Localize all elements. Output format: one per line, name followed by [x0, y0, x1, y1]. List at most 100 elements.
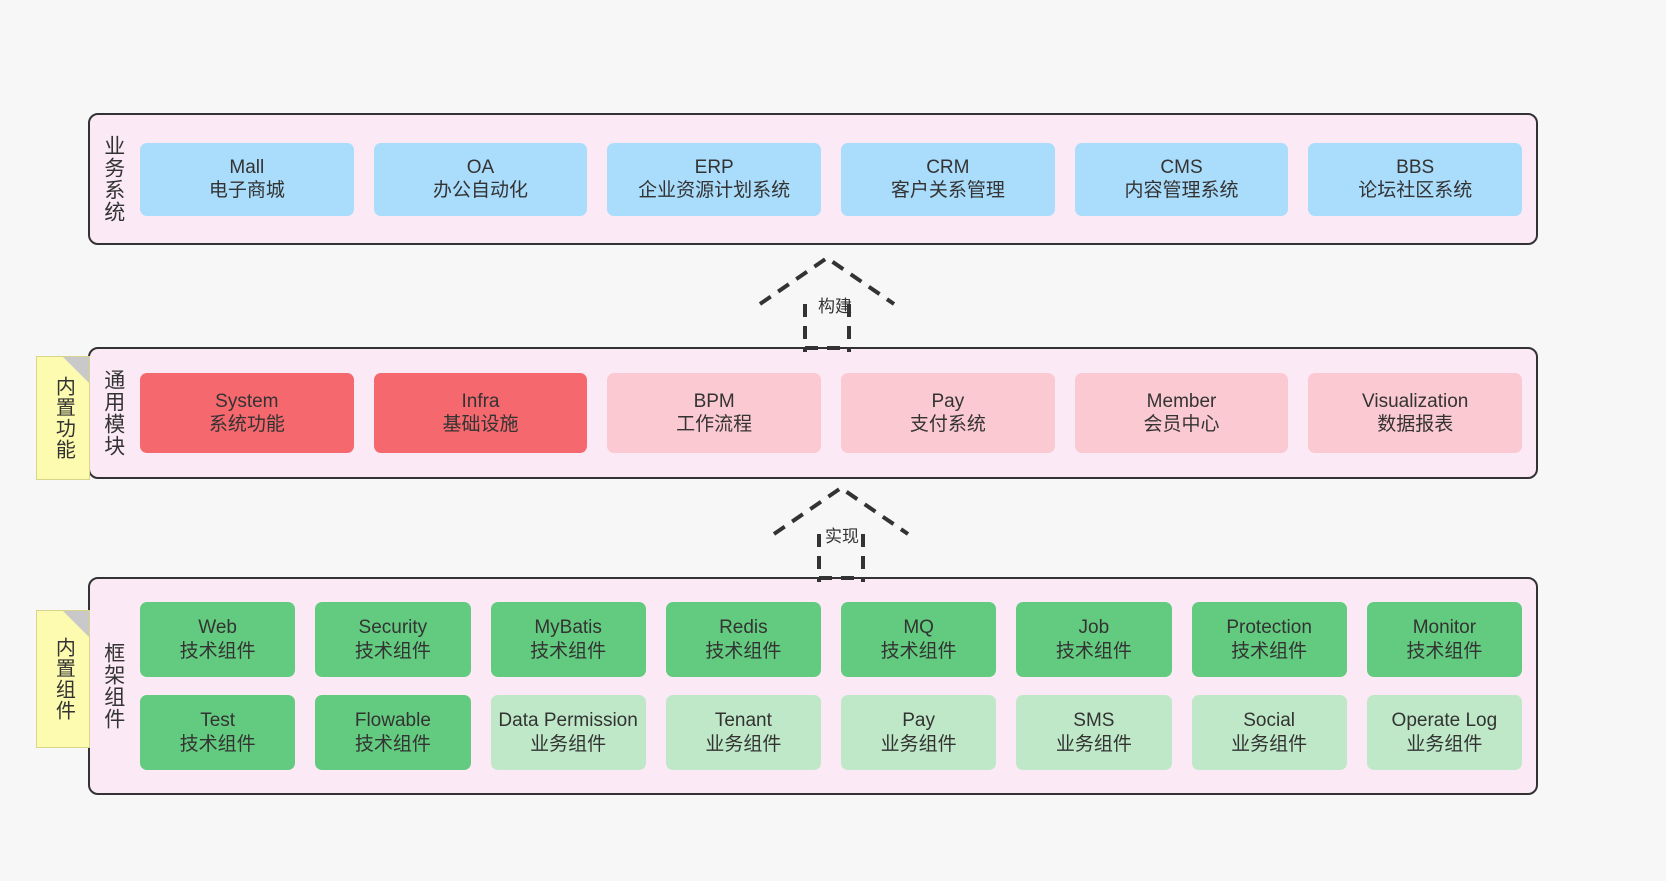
- node-cms-title: CMS: [1160, 156, 1203, 178]
- node-redis-subtitle: 技术组件: [705, 640, 782, 662]
- node-infra[interactable]: Infra 基础设施: [373, 373, 588, 453]
- implement-generalization-arrow: [772, 485, 910, 582]
- build-generalization-arrow: [758, 255, 896, 352]
- node-web-title: Web: [198, 617, 237, 639]
- node-member-subtitle: 会员中心: [1143, 414, 1220, 435]
- node-flowable-subtitle: 技术组件: [354, 733, 431, 755]
- framework-components-row-technical: Web 技术组件 Security 技术组件 MyBatis 技术组件 Redi…: [140, 602, 1522, 677]
- node-pay-component-subtitle: 业务组件: [880, 733, 957, 755]
- node-bpm[interactable]: BPM 工作流程: [607, 373, 822, 453]
- node-oa[interactable]: OA 办公自动化: [373, 142, 588, 216]
- node-job-subtitle: 技术组件: [1055, 640, 1132, 662]
- node-bbs-subtitle: 论坛社区系统: [1358, 180, 1473, 201]
- node-pay-module-subtitle: 支付系统: [909, 414, 986, 435]
- node-social-subtitle: 业务组件: [1231, 733, 1308, 755]
- layer-framework-components: 框架组件 Web 技术组件 Security 技术组件 MyBatis 技术组件…: [88, 577, 1538, 795]
- node-cms[interactable]: CMS 内容管理系统: [1074, 142, 1289, 216]
- node-mybatis[interactable]: MyBatis 技术组件: [490, 602, 646, 677]
- node-sms-subtitle: 业务组件: [1055, 733, 1132, 755]
- implement-arrow-label: 实现: [825, 527, 859, 546]
- node-mybatis-subtitle: 技术组件: [530, 640, 607, 662]
- node-pay-module[interactable]: Pay 支付系统: [841, 373, 1055, 453]
- business-systems-row: Mall 电子商城 OA 办公自动化 ERP 企业资源计划系统 CRM 客户关系…: [140, 142, 1523, 216]
- layer-caption-common-modules: 通用模块: [101, 369, 125, 457]
- node-system-title: System: [215, 390, 279, 412]
- node-erp-title: ERP: [694, 156, 734, 178]
- node-monitor-subtitle: 技术组件: [1406, 640, 1483, 662]
- layer-body-common-modules: System 系统功能 Infra 基础设施 BPM 工作流程 Pay 支付系统…: [136, 349, 1536, 477]
- node-mall[interactable]: Mall 电子商城: [140, 142, 354, 216]
- node-data-permission[interactable]: Data Permission 业务组件: [490, 695, 646, 770]
- node-flowable[interactable]: Flowable 技术组件: [315, 695, 471, 770]
- sticky-note-built-in-features: 内置功能: [36, 356, 90, 480]
- node-crm[interactable]: CRM 客户关系管理: [841, 142, 1055, 216]
- node-pay-module-title: Pay: [931, 390, 965, 412]
- node-visualization[interactable]: Visualization 数据报表: [1308, 373, 1523, 453]
- common-modules-row: System 系统功能 Infra 基础设施 BPM 工作流程 Pay 支付系统…: [140, 373, 1523, 453]
- node-web[interactable]: Web 技术组件: [140, 602, 296, 677]
- layer-caption-framework-components: 框架组件: [101, 642, 125, 730]
- node-crm-subtitle: 客户关系管理: [890, 180, 1005, 201]
- node-tenant-title: Tenant: [714, 710, 772, 732]
- node-security-subtitle: 技术组件: [354, 640, 431, 662]
- node-mall-title: Mall: [229, 156, 265, 178]
- node-bbs[interactable]: BBS 论坛社区系统: [1308, 142, 1523, 216]
- node-erp-subtitle: 企业资源计划系统: [638, 180, 791, 201]
- node-mybatis-title: MyBatis: [534, 617, 602, 639]
- node-pay-component-title: Pay: [902, 710, 935, 732]
- node-flowable-title: Flowable: [354, 710, 431, 732]
- node-visualization-title: Visualization: [1362, 390, 1469, 412]
- node-member-title: Member: [1146, 390, 1217, 412]
- node-social-title: Social: [1243, 710, 1295, 732]
- node-bpm-subtitle: 工作流程: [676, 414, 753, 435]
- node-oa-subtitle: 办公自动化: [433, 180, 529, 201]
- node-crm-title: CRM: [926, 156, 970, 178]
- node-web-subtitle: 技术组件: [179, 640, 256, 662]
- node-pay-component[interactable]: Pay 业务组件: [841, 695, 997, 770]
- node-bbs-title: BBS: [1396, 156, 1435, 178]
- node-operate-log[interactable]: Operate Log 业务组件: [1366, 695, 1522, 770]
- layer-business-systems: 业务系统 Mall 电子商城 OA 办公自动化 ERP 企业资源计划系统 CRM…: [88, 113, 1538, 245]
- node-mall-subtitle: 电子商城: [208, 180, 285, 201]
- framework-components-row-business: Test 技术组件 Flowable 技术组件 Data Permission …: [140, 695, 1522, 770]
- sticky-note-built-in-components: 内置组件: [36, 610, 90, 748]
- node-infra-subtitle: 基础设施: [442, 414, 519, 435]
- node-data-permission-title: Data Permission: [498, 710, 638, 732]
- node-tenant-subtitle: 业务组件: [705, 733, 782, 755]
- node-protection-subtitle: 技术组件: [1231, 640, 1308, 662]
- node-job-title: Job: [1078, 617, 1110, 639]
- build-arrow-label: 构建: [818, 297, 852, 316]
- node-member[interactable]: Member 会员中心: [1074, 373, 1289, 453]
- layer-caption-business-systems: 业务系统: [101, 135, 125, 223]
- node-mq-title: MQ: [903, 617, 934, 639]
- node-cms-subtitle: 内容管理系统: [1124, 180, 1239, 201]
- sticky-note-built-in-components-text: 内置组件: [52, 637, 75, 721]
- node-test-subtitle: 技术组件: [179, 733, 256, 755]
- node-job[interactable]: Job 技术组件: [1016, 602, 1172, 677]
- node-mq[interactable]: MQ 技术组件: [841, 602, 997, 677]
- node-sms-title: SMS: [1073, 710, 1115, 732]
- node-sms[interactable]: SMS 业务组件: [1016, 695, 1172, 770]
- node-infra-title: Infra: [461, 390, 500, 412]
- node-system[interactable]: System 系统功能: [140, 373, 354, 453]
- node-visualization-subtitle: 数据报表: [1377, 414, 1454, 435]
- node-monitor[interactable]: Monitor 技术组件: [1366, 602, 1522, 677]
- node-data-permission-subtitle: 业务组件: [530, 733, 607, 755]
- sticky-note-built-in-features-text: 内置功能: [52, 376, 75, 460]
- layer-common-modules: 通用模块 System 系统功能 Infra 基础设施 BPM 工作流程 Pay…: [88, 347, 1538, 479]
- node-operate-log-title: Operate Log: [1391, 710, 1498, 732]
- node-system-subtitle: 系统功能: [208, 414, 285, 435]
- node-erp[interactable]: ERP 企业资源计划系统: [607, 142, 822, 216]
- node-redis[interactable]: Redis 技术组件: [665, 602, 821, 677]
- node-protection-title: Protection: [1226, 617, 1312, 639]
- node-security[interactable]: Security 技术组件: [315, 602, 471, 677]
- node-mq-subtitle: 技术组件: [880, 640, 957, 662]
- node-protection[interactable]: Protection 技术组件: [1191, 602, 1347, 677]
- node-tenant[interactable]: Tenant 业务组件: [665, 695, 821, 770]
- node-security-title: Security: [358, 617, 428, 639]
- node-oa-title: OA: [466, 156, 495, 178]
- node-operate-log-subtitle: 业务组件: [1406, 733, 1483, 755]
- node-social[interactable]: Social 业务组件: [1191, 695, 1347, 770]
- node-test[interactable]: Test 技术组件: [140, 695, 296, 770]
